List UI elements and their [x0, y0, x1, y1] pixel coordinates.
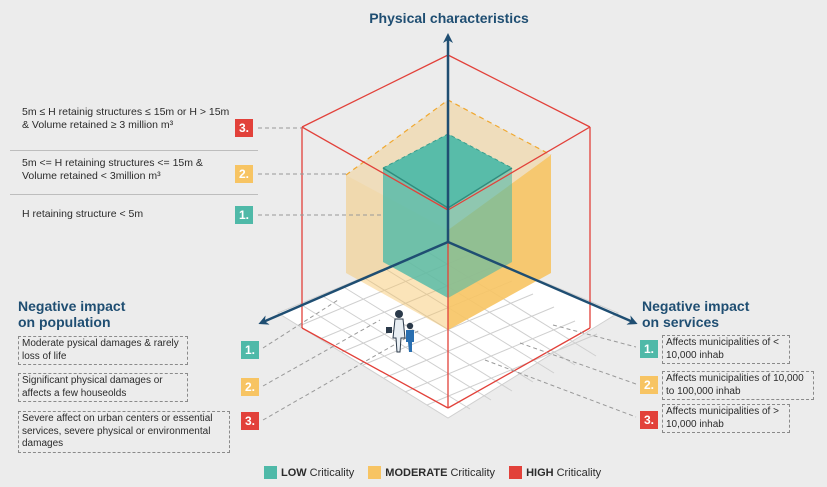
physical-level-2-text: 5m <= H retaining structures <= 15m & Vo…	[22, 157, 203, 182]
legend-label-bold: LOW	[281, 466, 307, 479]
physical-level-2-badge: 2.	[235, 165, 253, 183]
legend-swatch	[509, 466, 523, 479]
physical-level-1-badge: 1.	[235, 206, 253, 224]
axes	[258, 33, 638, 325]
population-level-2-badge: 2.	[241, 378, 259, 396]
services-level-2-text: Affects municipalities of 10,000 to 100,…	[662, 371, 814, 400]
physical-level-3-badge: 3.	[235, 119, 253, 137]
legend-swatch	[368, 466, 382, 479]
axis-title-services-line1: Negative impact	[642, 298, 750, 314]
axis-title-population: Negative impact on population	[18, 298, 125, 330]
legend-label-bold: MODERATE	[385, 466, 448, 479]
legend-label: Criticality	[556, 466, 602, 479]
population-level-1-text: Moderate pysical damages & rarely loss o…	[18, 336, 188, 365]
axis-title-services-line2: on services	[642, 314, 720, 330]
divider	[10, 194, 258, 195]
legend-item-high: HIGH Criticality	[509, 466, 601, 479]
physical-leaders	[258, 127, 383, 216]
legend-item-moderate: MODERATE Criticality	[368, 466, 495, 479]
legend: LOW Criticality MODERATE Criticality HIG…	[264, 466, 601, 479]
divider	[10, 150, 258, 151]
physical-level-3-text: 5m ≤ H retainig structures ≤ 15m or H > …	[22, 106, 230, 131]
services-level-1-badge: 1.	[640, 340, 658, 358]
legend-label: Criticality	[309, 466, 355, 479]
services-leaders	[484, 324, 637, 418]
population-level-3-text: Severe affect on urban centers or essent…	[18, 411, 230, 453]
legend-label-bold: HIGH	[526, 466, 554, 479]
services-level-3-text: Affects municipalities of > 10,000 inhab	[662, 404, 790, 433]
population-level-1-badge: 1.	[241, 341, 259, 359]
population-level-2-text: Significant physical damages or affects …	[18, 373, 188, 402]
services-level-3-badge: 3.	[640, 411, 658, 429]
axis-title-physical: Physical characteristics	[369, 10, 529, 26]
physical-level-1-text: H retaining structure < 5m	[22, 208, 144, 220]
services-level-2-badge: 2.	[640, 376, 658, 394]
services-level-1-text: Affects municipalities of < 10,000 inhab	[662, 335, 790, 364]
population-leaders	[262, 299, 421, 421]
legend-item-low: LOW Criticality	[264, 466, 354, 479]
legend-swatch	[264, 466, 277, 479]
axis-title-services: Negative impact on services	[642, 298, 749, 330]
axis-title-population-line2: on population	[18, 314, 111, 330]
people-figure	[386, 310, 414, 353]
population-level-3-badge: 3.	[241, 412, 259, 430]
axis-title-population-line1: Negative impact	[18, 298, 126, 314]
legend-label: Criticality	[450, 466, 496, 479]
